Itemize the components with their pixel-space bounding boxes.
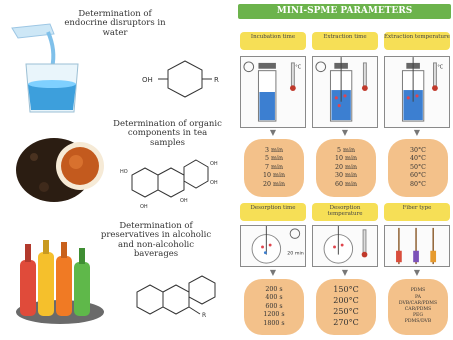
label-desorption-temperature: Desorption temperature [312,203,378,221]
value: PEG [412,313,424,319]
arrow-down-icon: ▼ [269,128,277,137]
tea-oh-3: OH [210,180,218,186]
value: CAR/PDMS [404,307,432,312]
thermo-unit-a: °C [295,65,301,71]
value: 10 min [262,172,286,180]
value: 250°C [333,307,359,316]
flavone-structure: R [136,275,216,319]
tea-oh-5: OH [140,204,148,210]
label-fiber-type: Fiber type [384,203,450,221]
water-title: Determination of endocrine disruptors in… [64,9,166,38]
vessel-extraction-temperature: °C [384,56,450,128]
value: 60°C [410,172,426,180]
values-desorption-temperature: 150°C 200°C 250°C 270°C [316,279,376,335]
vessel-extraction-time [312,56,378,128]
value: 600 s [265,302,283,310]
tea-illustration [16,138,104,202]
tea-oh-4: OH [180,198,188,204]
arrow-down-icon: ▼ [341,128,349,137]
values-extraction-time: 5 min 10 min 20 min 30 min 60 min [316,139,376,197]
label-extraction-time: Extraction time [312,32,378,50]
value: 60 min [334,180,358,188]
oh-label: OH [142,76,153,84]
phenol-structure: OH R [142,60,219,98]
beverages-illustration [16,240,104,324]
water-glass-illustration [11,23,79,113]
values-incubation-time: 3 min 5 min 7 min 10 min 20 min [244,139,304,197]
value: 3 min [264,146,284,154]
vessel-fiber-type [384,225,450,267]
value: 5 min [336,146,356,154]
value: 80°C [410,180,426,188]
catechin-structure: HO OH OH OH OH [120,159,218,210]
vessel-incubation: °C [240,56,306,128]
optimization-header: MINI-SPME PARAMETERS OPTIMIZATION [238,4,451,31]
value: PDMS/DVB [404,319,432,325]
value: 20 min [262,180,286,188]
arrow-down-icon: ▼ [269,268,277,277]
tea-title: Determination of organic components in t… [113,119,222,148]
values-desorption-time: 200 s 400 s 600 s 1200 s 1800 s [244,279,304,335]
arrow-down-icon: ▼ [413,268,421,277]
value: 270°C [333,317,359,327]
r-label: R [214,76,219,84]
value: 7 min [264,163,284,171]
arrow-down-icon: ▼ [341,268,349,277]
arrow-down-icon: ▼ [413,128,421,137]
desorption-extra: 20 min [287,251,304,257]
tea-oh-2: OH [210,161,218,167]
value: 400 s [265,294,283,302]
values-extraction-temperature: 30°C 40°C 50°C 60°C 80°C [388,139,448,197]
value: 10 min [334,155,358,163]
beverages-title: Determination of preservatives in alcoho… [100,221,212,260]
value: 200 s [265,285,283,293]
value: 50°C [410,163,426,171]
value: 5 min [264,155,284,163]
value: 30 min [334,172,358,180]
vessel-desorption-temperature [312,225,378,267]
vessel-desorption-time: 20 min [240,225,306,267]
label-incubation-time: Incubation time [240,32,306,50]
value: 150°C [333,285,359,295]
value: 1800 s [263,319,285,327]
value: DVB/CAR/PDMS [398,300,438,306]
value: PDMS [410,288,426,294]
value: 1200 s [263,311,285,319]
value: PA [415,294,421,300]
label-extraction-temperature: Extraction temperature [384,32,450,50]
values-fiber-type: PDMS PA DVB/CAR/PDMS CAR/PDMS PEG PDMS/D… [388,279,448,335]
value: 200°C [333,296,359,306]
tea-oh-1: HO [120,169,128,175]
value: 30°C [410,146,426,154]
value: 40°C [410,155,426,163]
label-desorption-time: Desorption time [240,203,306,221]
value: 20 min [334,163,358,171]
thermo-unit-c: °C [437,65,443,71]
flavone-r-label: R [202,312,206,319]
